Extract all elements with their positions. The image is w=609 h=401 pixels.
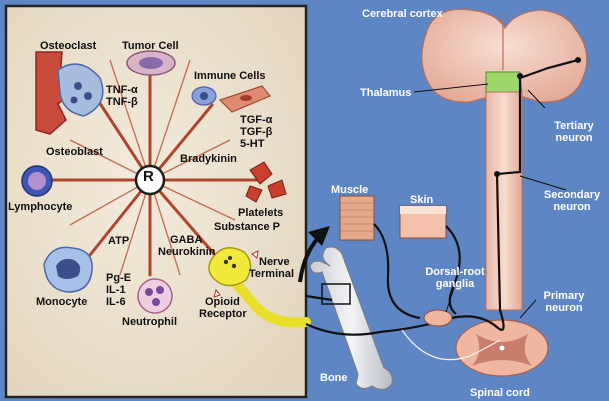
- bone-illustration: [309, 246, 393, 391]
- secondary-neuron-label: neuron: [553, 201, 591, 213]
- neuron-pathways: [305, 58, 579, 336]
- osteoclast-illustration: [35, 51, 104, 135]
- terminal-label: Terminal: [249, 268, 295, 280]
- cerebral-cortex-label: Cerebral cortex: [362, 8, 443, 20]
- substance-p-label: Substance P: [214, 221, 281, 233]
- tgf-alpha-label: TGF-α: [240, 114, 273, 126]
- il6-label: IL-6: [106, 296, 126, 308]
- tgf-beta-label: TGF-β: [240, 126, 273, 138]
- receptor-word-label: Receptor: [199, 308, 247, 320]
- osteoblast-label: Osteoblast: [46, 146, 103, 158]
- neuron-outline-pathway: [401, 329, 501, 361]
- bone-label: Bone: [320, 372, 348, 384]
- immune-cells-label: Immune Cells: [194, 70, 266, 82]
- skin-illustration: [399, 205, 447, 239]
- spinal-cord-label: Spinal cord: [470, 387, 530, 399]
- gaba-label: GABA: [170, 234, 203, 246]
- receptor-label: R: [143, 168, 154, 185]
- muscle-illustration: [339, 195, 375, 241]
- opioid-label: Opioid: [205, 296, 240, 308]
- star-thin-rays: [69, 59, 236, 276]
- platelets-illustration: [245, 161, 287, 203]
- muscle-label: Muscle: [331, 184, 369, 196]
- neurokinin-label: Neurokinin: [158, 246, 216, 258]
- primary-label: Primary: [543, 290, 585, 302]
- bradykinin-label: Bradykinin: [180, 153, 237, 165]
- ganglia-label: ganglia: [435, 278, 475, 290]
- osteoclast-label: Osteoclast: [40, 40, 97, 52]
- tnf-alpha-label: TNF-α: [106, 84, 138, 96]
- thalamus-label: Thalamus: [360, 87, 412, 99]
- nerve-label: Nerve: [259, 256, 290, 268]
- platelets-label: Platelets: [238, 207, 284, 219]
- secondary-label: Secondary: [543, 189, 601, 201]
- tertiary-neuron-label: neuron: [555, 132, 593, 144]
- monocyte-illustration: [43, 246, 93, 293]
- spinal-cord-section: [455, 319, 549, 377]
- leader-lines: [413, 83, 567, 319]
- tnf-beta-label: TNF-β: [106, 96, 138, 108]
- pge-label: Pg-E: [106, 272, 132, 284]
- monocyte-label: Monocyte: [36, 296, 88, 308]
- immune-cells-illustration: [191, 85, 271, 113]
- neutrophil-illustration: [137, 278, 173, 314]
- lymphocyte-label: Lymphocyte: [8, 201, 73, 213]
- dorsal-root-label: Dorsal-root: [425, 266, 485, 278]
- 5ht-label: 5-HT: [240, 138, 265, 150]
- primary-neuron-label: neuron: [545, 302, 583, 314]
- tertiary-label: Tertiary: [554, 120, 594, 132]
- nerve-terminal-illustration: [208, 247, 311, 328]
- magnify-arrow: [298, 226, 330, 283]
- spinal-column: [485, 91, 523, 311]
- tumor-cell-label: Tumor Cell: [122, 40, 179, 52]
- skin-label: Skin: [410, 194, 434, 206]
- magnifier-box: [321, 283, 351, 305]
- atp-label: ATP: [108, 235, 130, 247]
- neutrophil-label: Neutrophil: [122, 316, 177, 328]
- il1-label: IL-1: [106, 284, 126, 296]
- lymphocyte-illustration: [21, 165, 53, 197]
- tumor-cell-illustration: [126, 50, 176, 76]
- receptor-center: [134, 164, 166, 196]
- dorsal-root-ganglion: [423, 309, 453, 327]
